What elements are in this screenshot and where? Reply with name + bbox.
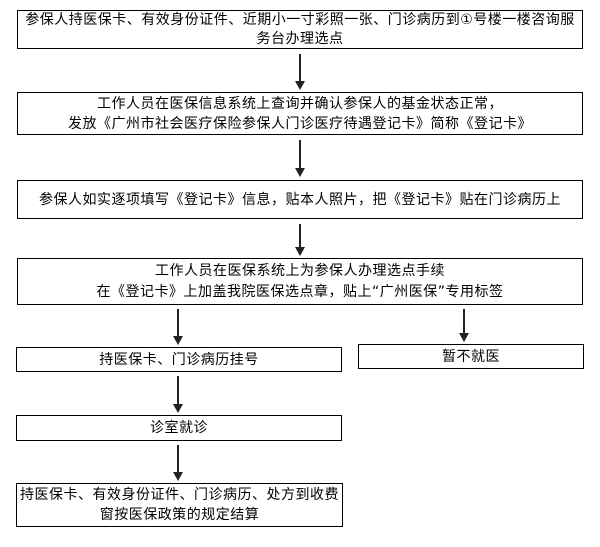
step-text-line: 诊室就诊	[150, 420, 208, 436]
step-box-no-visit: 暂不就医	[358, 344, 584, 369]
step-text-line: 暂不就医	[442, 348, 500, 365]
step-box-register: 持医保卡、门诊病历挂号	[16, 347, 342, 372]
step-text-line: 在《登记卡》上加盖我院医保选点章，贴上“广州医保”专用标签	[96, 283, 504, 300]
flow-arrow-down-icon	[294, 140, 306, 177]
step-box-verify-fund: 工作人员在医保信息系统上查询并确认参保人的基金状态正常， 发放《广州市社会医疗保…	[17, 92, 583, 135]
step-text-line: 参保人如实逐项填写《登记卡》信息，贴本人照片，把《登记卡》贴在门诊病历上	[39, 191, 561, 208]
step-box-fill-card: 参保人如实逐项填写《登记卡》信息，贴本人照片，把《登记卡》贴在门诊病历上	[17, 180, 583, 219]
flow-arrow-down-icon	[294, 54, 306, 90]
step-text-line: 窗按医保政策的规定结算	[99, 507, 260, 523]
flow-arrow-down-icon	[172, 445, 184, 481]
step-text-line: 工作人员在医保系统上为参保人办理选点手续	[155, 262, 445, 279]
step-text-line: 参保人持医保卡、有效身份证件、近期小一寸彩照一张、门诊病历到①号楼一楼咨询服	[25, 11, 575, 28]
step-box-consult-desk: 参保人持医保卡、有效身份证件、近期小一寸彩照一张、门诊病历到①号楼一楼咨询服 务…	[17, 10, 583, 49]
step-text-line: 务台办理选点	[256, 30, 344, 47]
step-text-line: 持医保卡、有效身份证件、门诊病历、处方到收费	[20, 487, 339, 503]
flow-arrow-down-icon	[172, 376, 184, 413]
step-box-settlement: 持医保卡、有效身份证件、门诊病历、处方到收费 窗按医保政策的规定结算	[16, 483, 343, 527]
flow-arrow-down-icon	[172, 309, 184, 345]
step-box-clinic-visit: 诊室就诊	[16, 415, 342, 441]
step-box-select-point: 工作人员在医保系统上为参保人办理选点手续 在《登记卡》上加盖我院医保选点章，贴上…	[17, 258, 583, 305]
step-text-line: 发放《广州市社会医疗保险参保人门诊医疗待遇登记卡》简称《登记卡》	[68, 115, 532, 132]
flow-arrow-down-icon	[294, 224, 306, 256]
step-text-line: 持医保卡、门诊病历挂号	[99, 351, 259, 368]
flow-arrow-down-icon	[458, 309, 470, 342]
step-text-line: 工作人员在医保信息系统上查询并确认参保人的基金状态正常，	[97, 95, 503, 112]
